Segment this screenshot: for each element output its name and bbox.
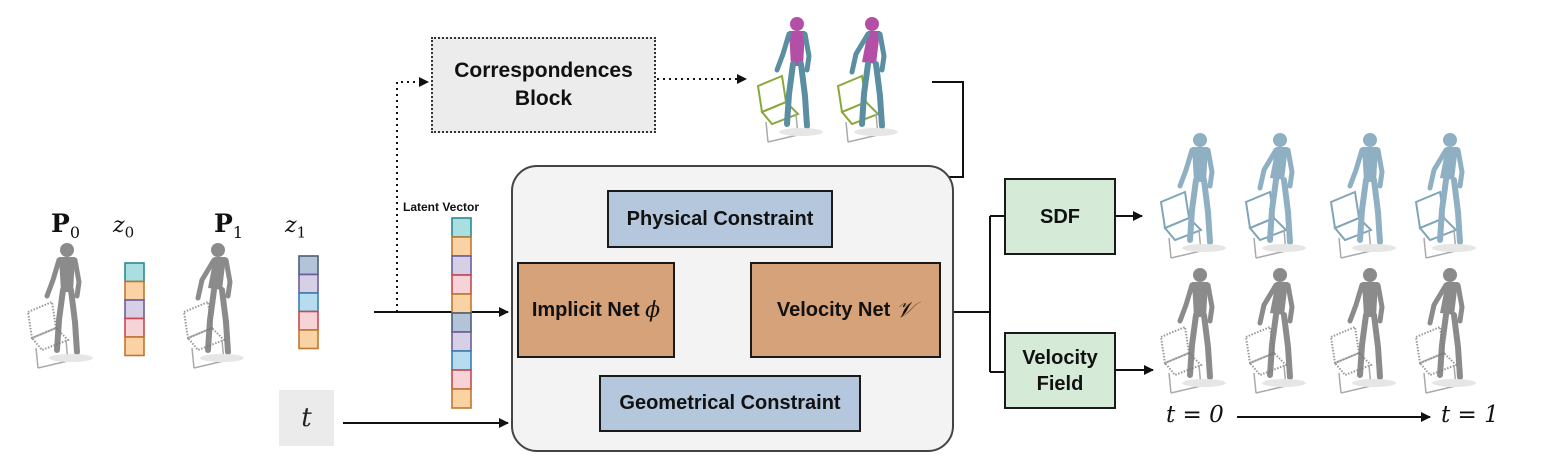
latent-block-cyan: [451, 217, 472, 238]
human-shape: [44, 243, 82, 355]
input-mesh-p0: [26, 243, 93, 369]
time-input-box: t: [279, 390, 334, 446]
z0-latent-stack: [124, 262, 145, 357]
input-mesh-p1: [182, 243, 244, 369]
sdf-output-mesh-2: [1244, 133, 1306, 259]
latent-block-pink: [298, 310, 319, 331]
velocity-net-label: Velocity Net: [776, 298, 891, 321]
latent-vector-label: Latent Vector: [403, 200, 480, 214]
velocity-output-mesh-4: [1414, 268, 1476, 394]
human-shape: [1177, 268, 1215, 380]
dotted-to-correspondences: [396, 77, 429, 312]
velocity-field-line2: Field: [1036, 372, 1084, 395]
correspondence-mesh-2: [836, 17, 898, 143]
mesh-to-main-arrow: [932, 81, 964, 182]
latent-block-orange: [451, 293, 472, 314]
correspondences-line2: Block: [514, 87, 573, 110]
human-shape: [849, 17, 887, 129]
geometrical-constraint-box: Geometrical Constraint: [599, 375, 861, 432]
human-shape: [1427, 268, 1465, 380]
sdf-output-mesh-1: [1159, 133, 1226, 259]
z0-label: z0: [113, 213, 135, 242]
timeline-end-label: t = 1: [1441, 402, 1499, 428]
velocity-output-mesh-1: [1159, 268, 1226, 394]
human-shape: [774, 17, 812, 129]
velocity-output-mesh-3: [1329, 268, 1396, 394]
p0-label: P0: [51, 209, 80, 242]
latent-block-orange: [451, 388, 472, 409]
velocity-net-box: Velocity Net 𝒱: [750, 262, 941, 358]
physical-constraint-box: Physical Constraint: [607, 190, 833, 248]
timeline-start-label: t = 0: [1166, 402, 1224, 428]
human-shape: [1257, 133, 1295, 245]
latent-block-purple: [124, 299, 145, 320]
velocity-field-box: Velocity Field: [1004, 332, 1116, 409]
latent-block-slate: [298, 255, 319, 276]
human-shape: [195, 243, 233, 355]
velocity-output-mesh-2: [1244, 268, 1306, 394]
latent-block-purple: [298, 273, 319, 294]
human-shape: [1347, 268, 1385, 380]
latent-block-slate: [451, 312, 472, 333]
latent-block-cyan: [124, 262, 145, 283]
human-shape: [1347, 133, 1385, 245]
latent-block-purple: [451, 255, 472, 276]
z1-label: z1: [285, 213, 307, 242]
latent-block-orange: [451, 236, 472, 257]
latent-block-blue: [298, 292, 319, 313]
human-shape: [1257, 268, 1295, 380]
correspondences-block: Correspondences Block: [431, 37, 656, 133]
implicit-net-box: Implicit Net ϕ: [517, 262, 675, 358]
z1-latent-stack: [298, 255, 319, 350]
latent-block-orange: [124, 280, 145, 301]
sdf-output-mesh-4: [1414, 133, 1476, 259]
chair-shape: [1414, 190, 1461, 259]
latent-block-pink: [124, 317, 145, 338]
correspondences-line1: Correspondences: [454, 59, 633, 82]
p1-label: P1: [214, 209, 243, 242]
velocity-net-symbol: 𝒱: [895, 297, 915, 323]
human-shape: [1177, 133, 1215, 245]
human-shape: [1427, 133, 1465, 245]
latent-block-blue: [451, 350, 472, 371]
latent-block-pink: [451, 369, 472, 390]
latent-block-pink: [451, 274, 472, 295]
implicit-net-label: Implicit Net: [531, 298, 640, 321]
implicit-net-symbol: ϕ: [645, 297, 661, 323]
latent-block-purple: [451, 331, 472, 352]
sdf-output-mesh-3: [1329, 133, 1396, 259]
latent-block-orange: [124, 336, 145, 357]
latent-vector-stack: [451, 217, 472, 409]
velocity-field-line1: Velocity: [1022, 346, 1098, 369]
latent-block-orange: [298, 329, 319, 350]
correspondence-mesh-1: [756, 17, 823, 143]
sdf-box: SDF: [1004, 178, 1116, 255]
